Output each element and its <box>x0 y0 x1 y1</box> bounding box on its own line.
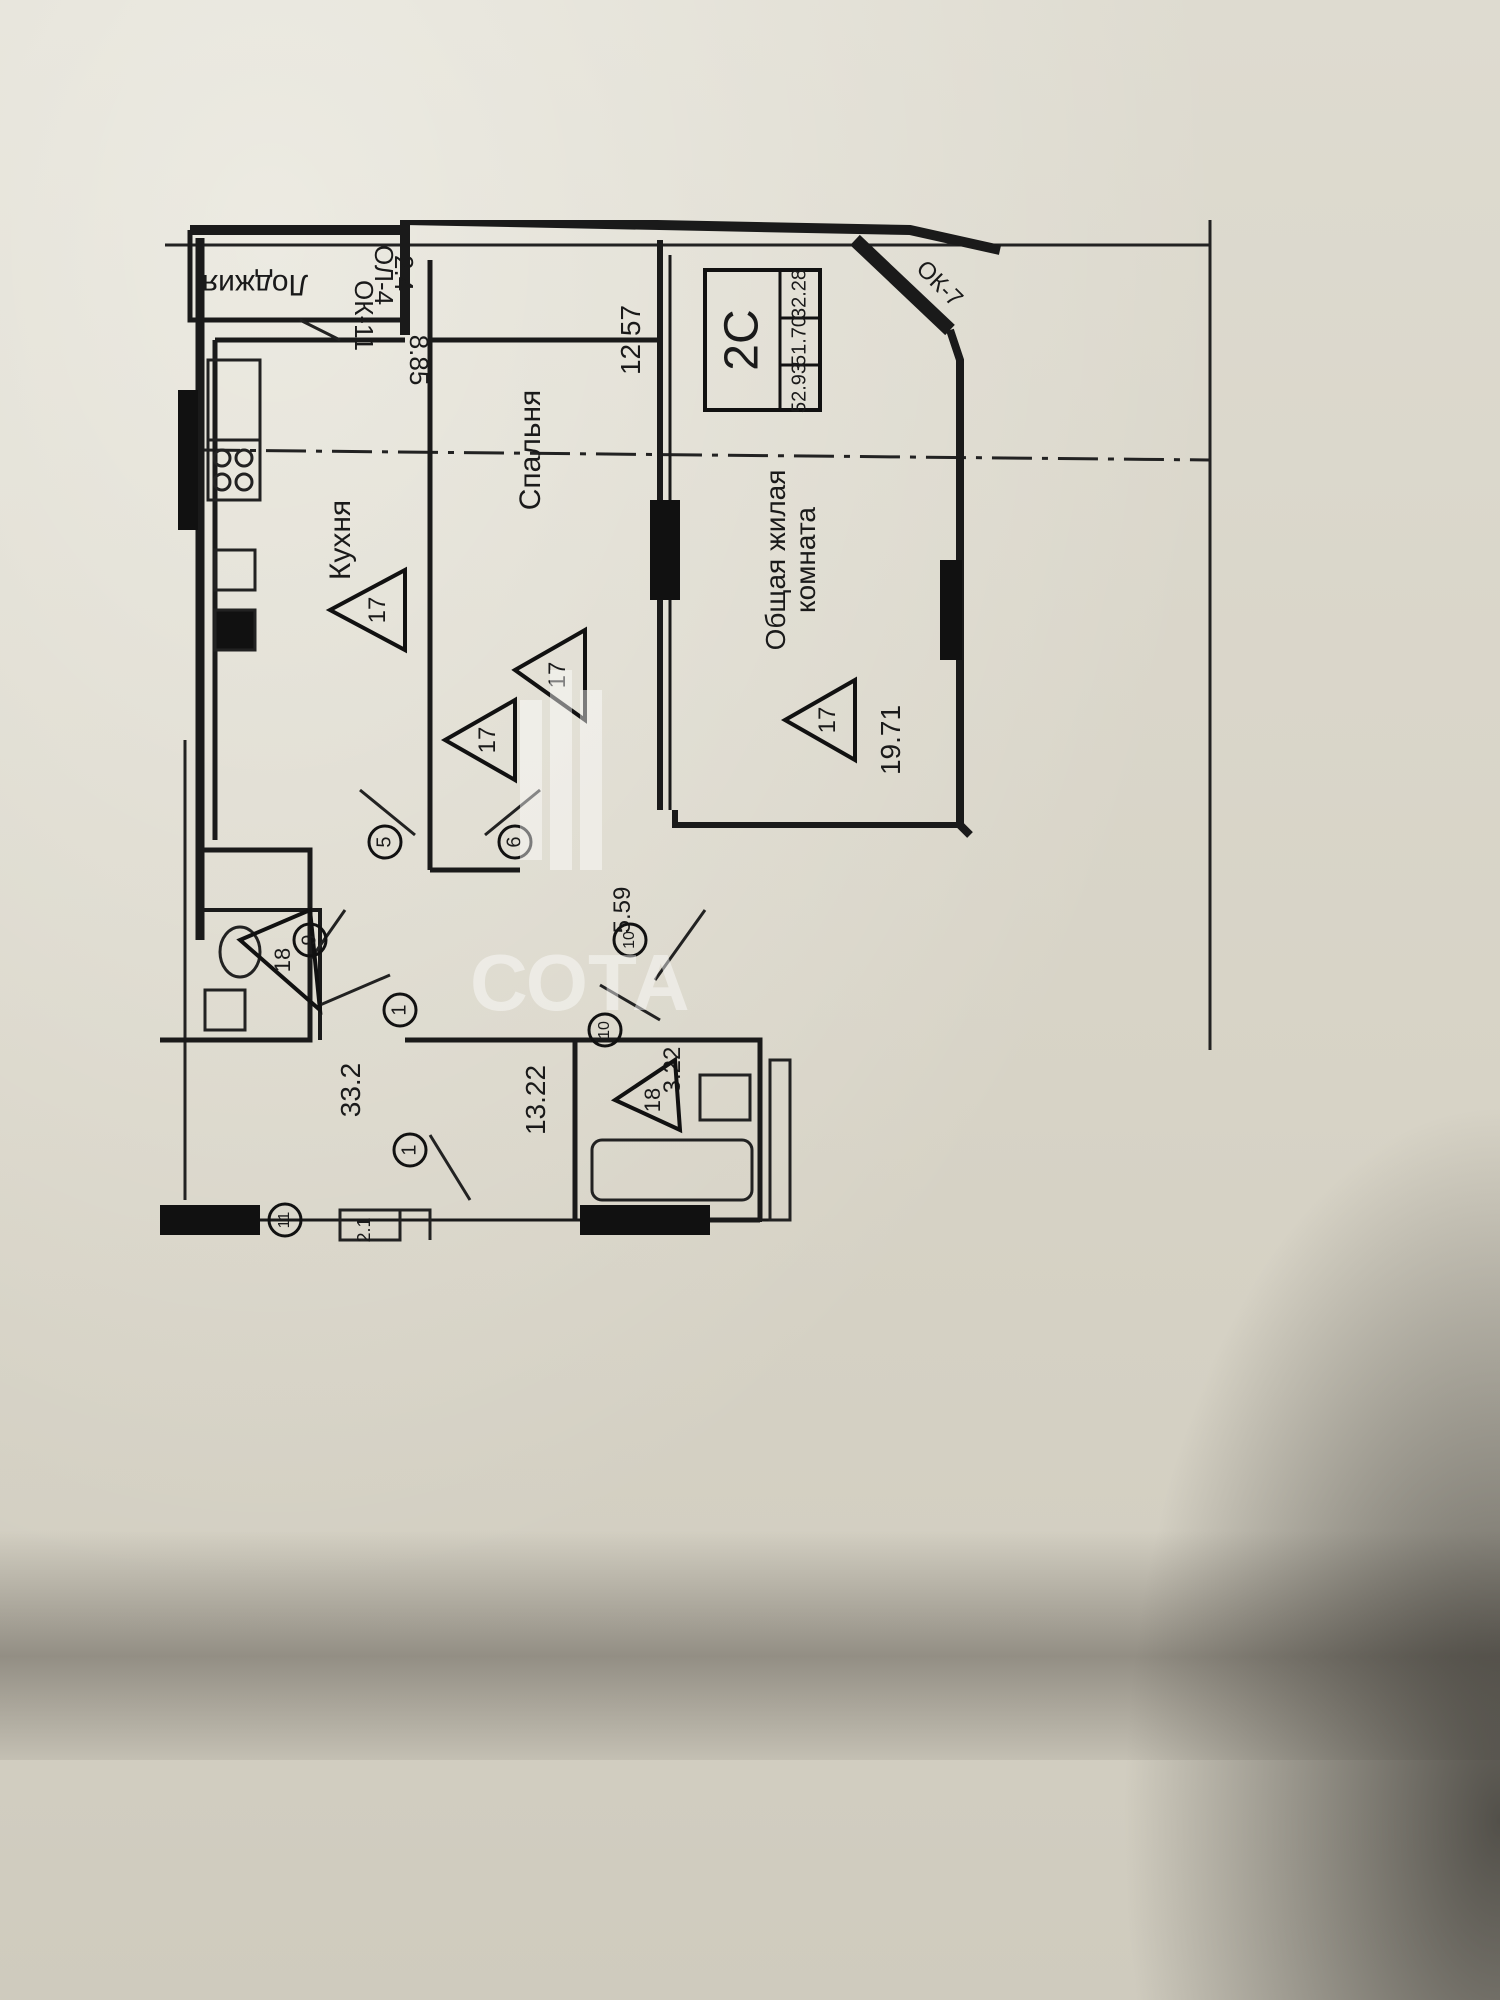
door-5: 5 <box>373 836 395 847</box>
wc-finish: 18 <box>270 948 295 972</box>
finish-marks <box>236 566 857 1134</box>
bedroom-name: Спальня <box>514 390 547 511</box>
axis-line <box>199 448 1211 462</box>
door-11: 11 <box>276 1212 293 1229</box>
kitchen-fixtures <box>206 358 262 652</box>
kitchen-finish: 17 <box>364 597 391 624</box>
living-area: 19.71 <box>875 705 906 775</box>
bathroom-finish: 18 <box>640 1088 665 1112</box>
apartment-type: 2С <box>716 309 769 370</box>
door-10: 10 <box>621 931 638 949</box>
total-area: 51.70 <box>788 316 810 366</box>
living-area-total: 32.28 <box>788 269 810 319</box>
guide-lines <box>165 220 1212 1200</box>
floor-plan: Лоджия ОЛ-4 2.4 ОК-11 Кухня 8.85 Спальня… <box>160 220 1212 1243</box>
living-name-line2: комната <box>790 507 821 613</box>
hall-area: 13.22 <box>520 1065 551 1135</box>
door-6: 6 <box>503 836 525 847</box>
door-1b: 1 <box>398 1144 420 1155</box>
door-9: 9 <box>298 934 320 945</box>
corner-shadow <box>1120 1100 1500 2000</box>
kitchen-area: 8.85 <box>404 335 434 386</box>
wc-fixtures <box>203 925 262 1032</box>
stair-bottom <box>338 1208 432 1242</box>
bathroom-fixtures <box>590 1058 792 1222</box>
living-name-line1: Общая жилая <box>760 470 791 651</box>
door-10b: 10 <box>596 1021 613 1039</box>
stair-label: 2.1 <box>354 1217 374 1242</box>
kitchen-name: Кухня <box>324 500 357 580</box>
loggia-window: ОЛ-4 <box>369 245 399 305</box>
walls <box>160 220 1002 1223</box>
wall-fills <box>160 390 962 1235</box>
total-with-loggia: 52.93 <box>788 363 810 413</box>
watermark-logo: СОТА <box>470 670 690 1027</box>
door-numbers: 5 6 1 9 10 10 1 11 <box>276 836 638 1228</box>
loggia-name: Лоджия <box>202 268 308 301</box>
finish-labels: 17 17 17 17 18 18 <box>270 597 841 1113</box>
hall-finish: 17 <box>474 727 501 754</box>
kitchen-door-window: ОК-11 <box>349 280 379 351</box>
door-1a: 1 <box>388 1004 410 1015</box>
bedroom-area: 12.57 <box>615 305 646 375</box>
stair-area: 33.2 <box>335 1063 366 1118</box>
loggia-area: 2.4 <box>389 255 419 291</box>
bedroom-finish: 17 <box>544 662 571 689</box>
room-labels: Лоджия ОЛ-4 2.4 ОК-11 Кухня 8.85 Спальня… <box>202 245 968 1135</box>
door-circles <box>267 824 648 1238</box>
door-swings <box>299 318 707 1201</box>
watermark-text: СОТА <box>470 938 690 1027</box>
apartment-stamp: 2С 32.28 51.70 52.93 <box>703 268 822 413</box>
living-finish: 17 <box>814 707 841 734</box>
